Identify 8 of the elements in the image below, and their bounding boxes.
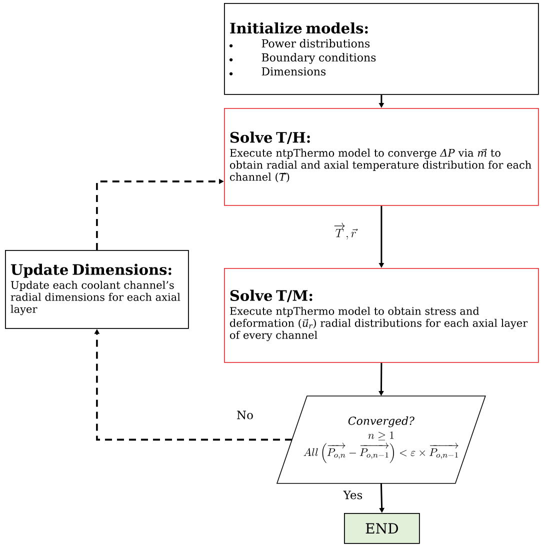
process-box: Solve T/H: Execute ntpThermo model to converge ΔP via m⃗ to obtain radial and axial temperature distribution for each channel (T⃗): [224, 108, 539, 206]
edge-label: $\overrightarrow{T},\vec{r}$: [332, 222, 358, 240]
edge-label: Yes: [342, 490, 364, 500]
process-box: Solve T/M: Execute ntpThermo model to obtain stress and deformation (u⃗$_{r}$) radial distributions for each axial layer of every channel: [224, 268, 539, 363]
edge-label: No: [236, 410, 254, 420]
process-box: Initialize models: Power distributions Boundary conditions Dimensions: [224, 3, 539, 95]
process-box: Update Dimensions: Update each coolant channel’s radial dimensions for each axial layer: [5, 250, 189, 329]
end-box: END: [344, 513, 420, 544]
